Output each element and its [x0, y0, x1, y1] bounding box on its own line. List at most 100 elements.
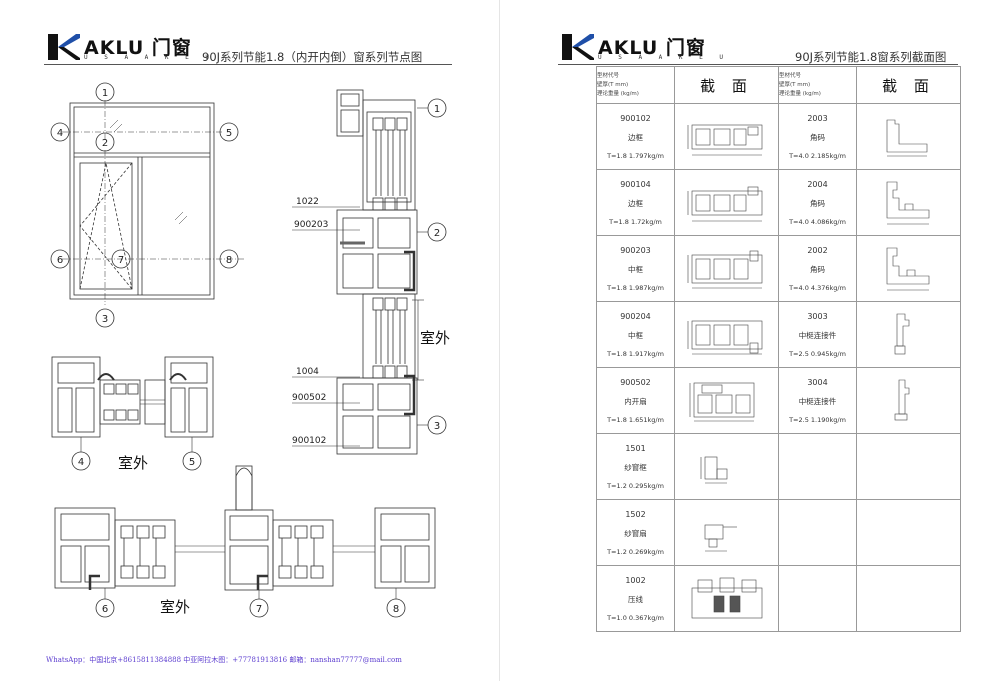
table-row: 900204 中框 T=1.8 1.917kg/m 3003 中梃连接件 T=2.5 0.… — [596, 301, 961, 368]
profile-label-900502: 900502 — [292, 393, 326, 403]
callout-3-section: 3 — [434, 421, 440, 432]
right-profile-section-drawing — [856, 235, 961, 302]
table-row: 900104 边框 T=1.8 1.72kg/m 2004 角码 T=4.0 4.086k… — [596, 169, 961, 236]
left-profile-section-drawing — [674, 169, 779, 236]
horizontal-section-bottom — [54, 465, 436, 599]
callout-7: 7 — [118, 255, 124, 266]
vertical-section-drawing — [292, 89, 428, 455]
callout-numbers: 1 2 4 5 6 7 8 3 1 2 3 4 5 6 7 8 — [57, 88, 440, 615]
profile-name: 边框 — [628, 198, 643, 208]
horizontal-section-mid — [51, 356, 214, 452]
profile-name: 中框 — [628, 330, 643, 340]
right-profile-info — [778, 499, 857, 566]
callout-2: 2 — [102, 138, 108, 149]
callout-3: 3 — [102, 314, 108, 325]
profile-code: 3003 — [807, 311, 828, 321]
callout-4-section: 4 — [78, 457, 84, 468]
left-profile-section-drawing — [674, 499, 779, 566]
left-profile-section-drawing — [674, 565, 779, 632]
profile-labels: 1022 900203 1004 900502 900102 — [292, 197, 328, 446]
footer-contact: WhatsApp：中国北京+8615811384888 中亚阿拉木图：+7778… — [46, 656, 402, 664]
outdoor-label-vertical: 室外 — [420, 329, 450, 347]
profile-code: 2002 — [807, 245, 828, 255]
outdoor-labels: 室外 室外 室外 — [118, 329, 450, 616]
profile-spec: T=1.2 0.295kg/m — [607, 481, 664, 490]
profile-spec: T=4.0 4.376kg/m — [789, 283, 846, 292]
profile-spec: T=1.8 1.651kg/m — [607, 415, 664, 424]
right-page-title: 90J系列节能1.8窗系列截面图 — [795, 50, 947, 64]
outdoor-label-bottom: 室外 — [160, 598, 190, 616]
callout-6: 6 — [57, 255, 63, 266]
sections-table: 型材代号 壁厚(T mm) 理论重量 (kg/m) 截 面 型材代号 壁厚(T … — [596, 66, 961, 632]
callout-7-section: 7 — [256, 604, 262, 615]
callout-1-section: 1 — [434, 104, 440, 115]
profile-spec: T=1.0 0.367kg/m — [607, 613, 664, 622]
right-header-rule — [558, 64, 958, 65]
profile-spec: T=4.0 2.185kg/m — [789, 151, 846, 160]
left-profile-section-drawing — [674, 367, 779, 434]
brand-tagline: U S A A K L U — [84, 54, 216, 61]
profile-code: 2003 — [807, 113, 828, 123]
callout-1: 1 — [102, 88, 108, 99]
callout-4: 4 — [57, 128, 63, 139]
profile-code: 1002 — [625, 575, 646, 585]
left-profile-section-drawing — [674, 235, 779, 302]
profile-code: 900502 — [620, 377, 651, 387]
callout-6-section: 6 — [102, 604, 108, 615]
logo-mark-icon — [46, 32, 82, 62]
profile-spec: T=1.8 1.72kg/m — [609, 217, 662, 226]
profile-name: 中梃连接件 — [798, 396, 837, 406]
left-profile-section-drawing — [674, 301, 779, 368]
profile-label-1004: 1004 — [296, 367, 319, 377]
profile-name: 边框 — [628, 132, 643, 142]
profile-label-900203: 900203 — [294, 220, 328, 230]
brand-logo-right: AKLU 门窗 U S A A K L U — [560, 32, 723, 62]
outdoor-label-mid: 室外 — [118, 454, 148, 472]
profile-name: 角码 — [810, 132, 825, 142]
left-page — [0, 0, 500, 681]
brand-tagline: U S A A K L U — [598, 54, 730, 61]
profile-name: 纱窗框 — [624, 462, 647, 472]
profile-spec: T=2.5 0.945kg/m — [789, 349, 846, 358]
profile-spec: T=1.8 1.987kg/m — [607, 283, 664, 292]
right-profile-section-drawing — [856, 367, 961, 434]
left-profile-info: 1501 纱窗框 T=1.2 0.295kg/m — [596, 433, 675, 500]
brand-logo: AKLU 门窗 U S A A K L U — [46, 32, 209, 62]
profile-code: 1501 — [625, 443, 646, 453]
profile-spec: T=1.8 1.917kg/m — [607, 349, 664, 358]
header-meta-left: 型材代号 壁厚(T mm) 理论重量 (kg/m) — [596, 66, 675, 104]
right-profile-section-drawing — [856, 301, 961, 368]
table-row: 1501 纱窗框 T=1.2 0.295kg/m — [596, 433, 961, 500]
callout-8-section: 8 — [393, 604, 399, 615]
profile-spec: T=4.0 4.086kg/m — [789, 217, 846, 226]
left-profile-section-drawing — [674, 103, 779, 170]
profile-code: 900204 — [620, 311, 651, 321]
left-page-title: 90J系列节能1.8（内开内倒）窗系列节点图 — [202, 50, 423, 64]
profile-code: 900104 — [620, 179, 651, 189]
profile-name: 角码 — [810, 198, 825, 208]
logo-mark-icon — [560, 32, 596, 62]
window-elevation — [62, 100, 245, 305]
profile-name: 中梃连接件 — [798, 330, 837, 340]
header-section-left: 截 面 — [674, 66, 779, 104]
right-profile-info: 3003 中梃连接件 T=2.5 0.945kg/m — [778, 301, 857, 368]
left-profile-info: 900104 边框 T=1.8 1.72kg/m — [596, 169, 675, 236]
profile-spec: T=1.8 1.797kg/m — [607, 151, 664, 160]
brand-name: AKLU 门窗 — [598, 37, 706, 59]
node-drawings: 1 2 4 5 6 7 8 3 1 2 3 4 5 6 7 8 1022 900… — [50, 82, 450, 618]
header-section-right: 截 面 — [856, 66, 961, 104]
right-profile-info — [778, 565, 857, 632]
callout-2-section: 2 — [434, 228, 440, 239]
profile-code: 2004 — [807, 179, 828, 189]
page-divider — [499, 0, 500, 681]
callout-5-section: 5 — [189, 457, 195, 468]
